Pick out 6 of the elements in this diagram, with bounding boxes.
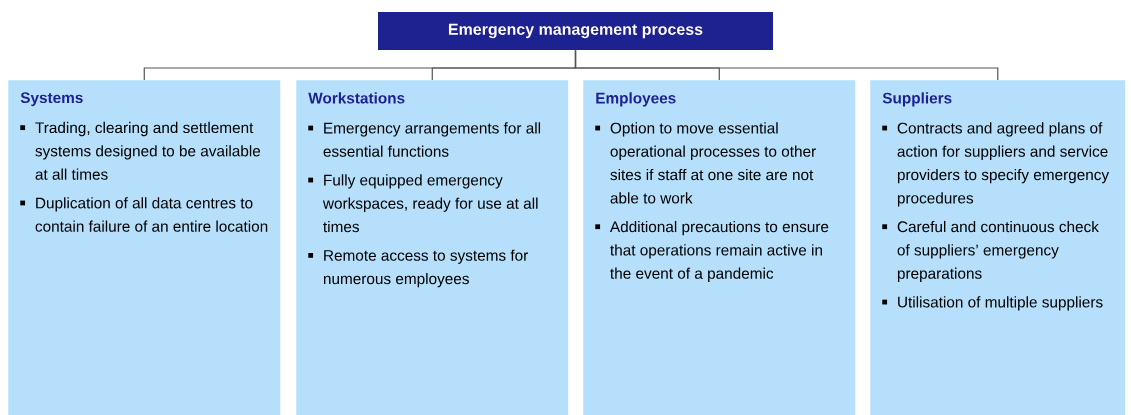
category-box: Suppliers Contracts and agreed plans of action for suppliers and service providers to specify emergency procedures Careful and continuous check of suppliers’ emergency preparations Utilisation of multiple suppliers	[870, 80, 1126, 415]
category-box: Systems Trading, clearing and settlement systems designed to be available at all times Duplication of all data centres to contain failure of an entire location	[8, 80, 281, 415]
category-box: Workstations Emergency arrangements for all essential functions Fully equipped emergency workspaces, ready for use at all times Remote access to systems for numerous employees	[296, 80, 569, 415]
category-box: Employees Option to move essential operational processes to other sites if staff at one site are not able to work Additional precautions to ensure that operations remain active in the event of a pandemic	[583, 80, 856, 415]
connector-line	[574, 49, 999, 81]
title-box: Emergency management process	[378, 12, 773, 50]
